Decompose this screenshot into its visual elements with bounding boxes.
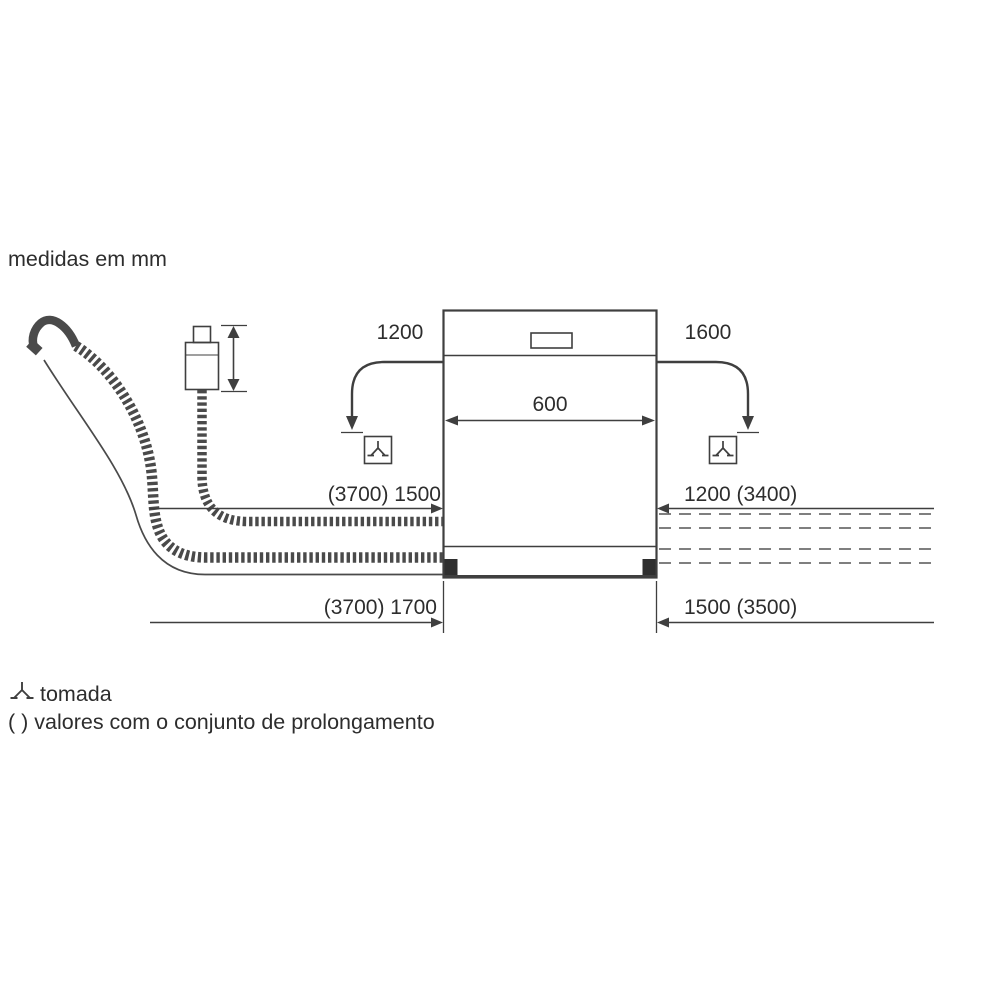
arrowhead-down bbox=[742, 416, 754, 430]
dim-right-row2-label: 1500 (3500) bbox=[684, 596, 797, 619]
dim-left-row1: (3700) 1500 bbox=[150, 483, 443, 514]
legend: tomada ( ) valores com o conjunto de pro… bbox=[8, 682, 435, 734]
dim-right-row2: 1500 (3500) bbox=[657, 596, 934, 628]
right-socket-arrow: 1600 bbox=[657, 321, 759, 434]
left-socket-arrow: 1200 bbox=[341, 321, 443, 434]
right-foot bbox=[642, 559, 656, 576]
width-label: 600 bbox=[532, 393, 567, 416]
drain-hose bbox=[73, 341, 443, 563]
extension-dashed-lines bbox=[659, 513, 934, 564]
units-note: medidas em mm bbox=[8, 247, 167, 271]
right-socket-icon bbox=[708, 435, 738, 465]
dim-right-row1: 1200 (3400) bbox=[657, 483, 934, 514]
power-cord bbox=[43, 359, 443, 576]
arrowhead-down bbox=[346, 416, 358, 430]
right-socket-distance-label: 1600 bbox=[685, 321, 732, 344]
dim-right-row1-label: 1200 (3400) bbox=[684, 483, 797, 506]
width-dimension: 600 bbox=[445, 393, 655, 426]
legend-socket-icon bbox=[10, 682, 34, 699]
drain-hose-hook bbox=[26, 315, 80, 356]
dim-left-row2: (3700) 1700 bbox=[150, 596, 443, 628]
legend-socket-label: tomada bbox=[40, 682, 112, 706]
dishwasher bbox=[442, 309, 658, 579]
legend-extension-note: ( ) valores com o conjunto de prolongame… bbox=[8, 710, 435, 734]
dim-left-row1-label: (3700) 1500 bbox=[328, 483, 441, 506]
arrowhead-left bbox=[445, 415, 458, 426]
left-socket-distance-label: 1200 bbox=[377, 321, 424, 344]
control-panel-display bbox=[530, 332, 573, 349]
dim-left-row2-label: (3700) 1700 bbox=[324, 596, 437, 619]
right-socket-arrow-path bbox=[657, 360, 750, 418]
left-socket-icon bbox=[363, 435, 393, 465]
aquastop-box bbox=[184, 325, 220, 391]
aquastop-height-arrow bbox=[221, 324, 247, 393]
supply-hose bbox=[197, 390, 443, 527]
dishwasher-body bbox=[442, 309, 658, 579]
left-socket-arrow-path bbox=[350, 360, 443, 418]
arrowhead-right bbox=[642, 415, 655, 426]
hose-end-fitting bbox=[26, 339, 43, 356]
left-foot bbox=[444, 559, 458, 576]
